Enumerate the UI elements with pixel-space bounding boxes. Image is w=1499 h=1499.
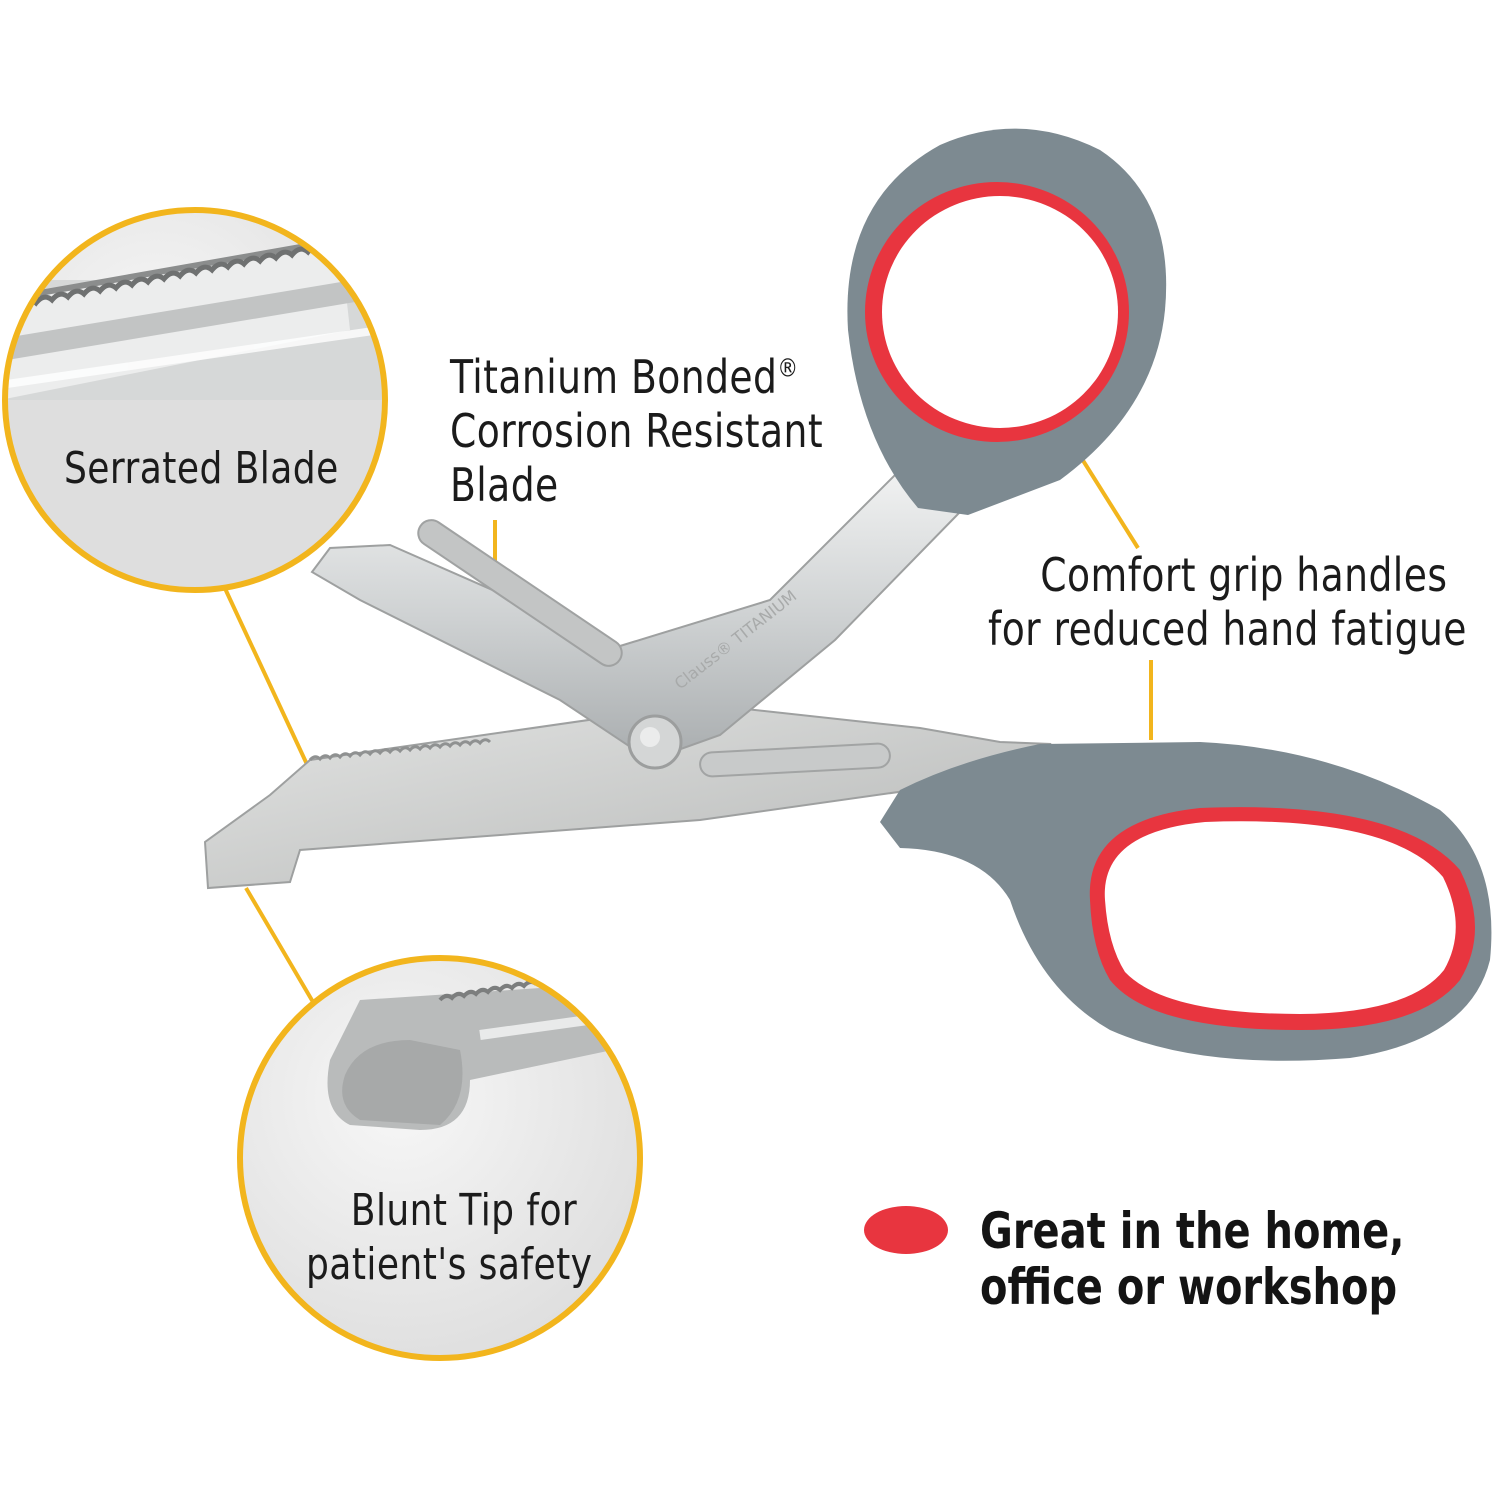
grip-line2: for reduced hand fatigue: [988, 602, 1467, 656]
comfort-grip-label: Comfort grip handles for reduced hand fa…: [988, 548, 1467, 656]
blunt-line2: patient's safety: [306, 1239, 593, 1290]
titanium-line2: Corrosion Resistant: [450, 404, 824, 458]
serrated-blade-zoom: [2, 207, 388, 593]
titanium-line3: Blade: [450, 458, 559, 512]
bottom-handle: [880, 742, 1492, 1061]
grip-line1: Comfort grip handles: [1040, 548, 1448, 602]
feature-text: Great in the home, office or workshop: [980, 1203, 1404, 1315]
blunt-tip-label: Blunt Tip for patient's safety: [306, 1184, 592, 1292]
feature-line1: Great in the home,: [980, 1202, 1405, 1260]
registered-mark: ®: [777, 353, 799, 383]
blunt-tip-zoom: [237, 955, 643, 1361]
top-handle: [847, 128, 1167, 515]
red-bullet: [864, 1206, 948, 1254]
serrated-blade-label: Serrated Blade: [64, 443, 339, 494]
feature-line2: office or workshop: [980, 1258, 1398, 1316]
titanium-line1: Titanium Bonded: [450, 350, 778, 404]
blunt-line1: Blunt Tip for: [350, 1185, 578, 1236]
titanium-blade-label: Titanium Bonded® Corrosion Resistant Bla…: [450, 350, 823, 512]
